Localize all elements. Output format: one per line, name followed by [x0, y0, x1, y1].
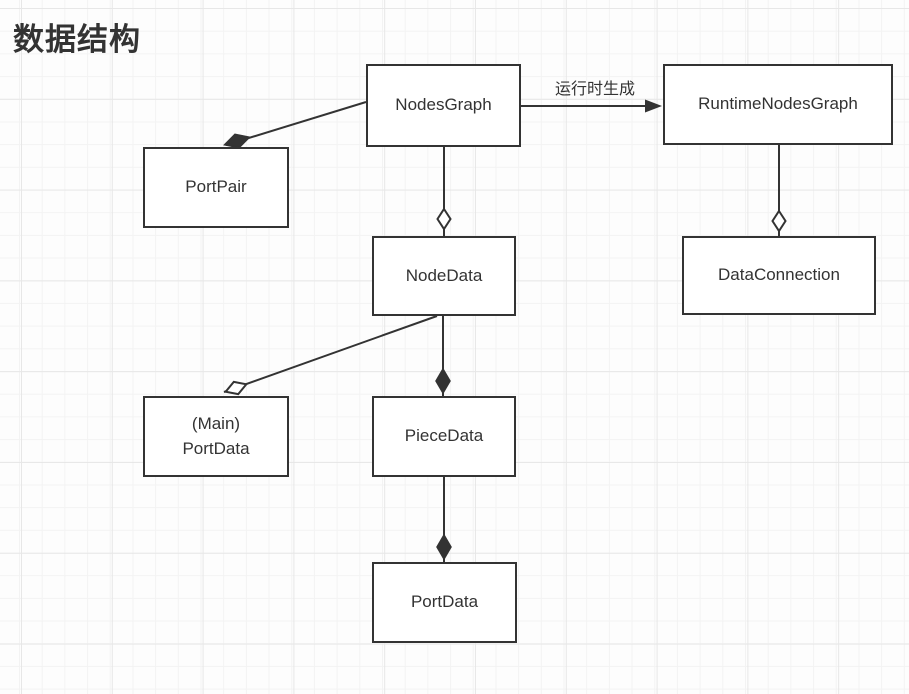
edge-nodedata-mainportdata[interactable] [223, 315, 438, 393]
node-nodes-graph[interactable]: NodesGraph [366, 64, 521, 147]
arrowhead-icon [645, 99, 662, 113]
edge-label-runtime-generated: 运行时生成 [555, 80, 635, 98]
aggregation-diamond-icon [223, 380, 249, 396]
page-title: 数据结构 [13, 22, 141, 57]
node-data-connection[interactable]: DataConnection [682, 236, 876, 315]
node-label: RuntimeNodesGraph [698, 94, 858, 114]
node-label: (Main) PortData [182, 413, 250, 458]
node-piece-data[interactable]: PieceData [372, 396, 516, 477]
node-port-data[interactable]: PortData [372, 562, 517, 643]
node-label: PortData [410, 592, 479, 612]
composition-diamond-icon [223, 133, 251, 149]
composition-diamond-icon [436, 533, 452, 561]
aggregation-diamond-icon [771, 209, 787, 233]
node-label: NodesGraph [395, 95, 492, 115]
node-label: DataConnection [718, 265, 840, 285]
composition-diamond-icon [435, 367, 451, 395]
node-runtime-nodes-graph[interactable]: RuntimeNodesGraph [663, 64, 893, 145]
node-label: NodeData [405, 265, 483, 285]
node-main-port-data[interactable]: (Main) PortData [143, 396, 289, 477]
node-node-data[interactable]: NodeData [372, 236, 516, 316]
node-port-pair[interactable]: PortPair [143, 147, 289, 228]
aggregation-diamond-icon [436, 207, 452, 231]
node-label: PieceData [404, 426, 484, 446]
node-label: PortPair [185, 177, 247, 197]
